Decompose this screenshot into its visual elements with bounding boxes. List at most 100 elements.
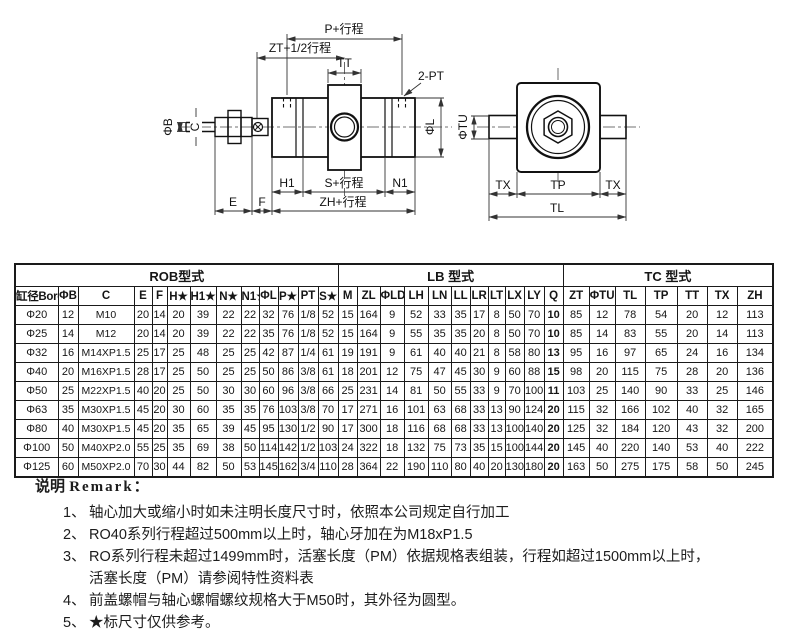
table-cell: 32 — [258, 305, 279, 325]
table-cell: 100 — [523, 381, 545, 401]
table-cell: Φ125 — [14, 457, 59, 478]
table-cell: 145 — [562, 438, 590, 458]
remark-number: 3、 — [63, 549, 86, 565]
table-cell: 110 — [317, 457, 339, 478]
column-header: 缸径Bore — [14, 286, 59, 306]
table-cell: 80 — [523, 343, 545, 363]
column-header: TL — [614, 286, 646, 306]
table-cell: 322 — [356, 438, 381, 458]
table-cell: 20 — [543, 438, 564, 458]
table-cell: 113 — [736, 305, 774, 325]
table-cell: 21 — [469, 343, 489, 363]
remark-text-line1: RO系列行程未超过1499mm时，活塞长度（PM）依据规格表组装，行程如超过15… — [89, 549, 710, 565]
table-cell: 300 — [356, 419, 381, 439]
table-cell: 364 — [356, 457, 381, 478]
table-cell: 39 — [189, 305, 217, 325]
dim-label-c: C — [188, 122, 202, 131]
table-cell: 8 — [487, 343, 506, 363]
table-cell: 20 — [676, 305, 708, 325]
remark-item: 2、 RO40系列行程超过500mm以上时，轴心牙加在为M18xP1.5 — [63, 524, 775, 546]
table-cell: 52 — [317, 324, 339, 344]
table-cell: 3/8 — [297, 362, 319, 382]
table-cell: 12 — [379, 362, 405, 382]
column-group-label: LB 型式 — [337, 263, 564, 287]
table-cell: 116 — [403, 419, 429, 439]
column-header: ΦL — [258, 286, 279, 306]
table-cell: 28 — [676, 362, 708, 382]
dim-label-tx-right: TX — [605, 178, 620, 192]
table-cell: 201 — [356, 362, 381, 382]
table-cell: 245 — [736, 457, 774, 478]
column-header: H★ — [166, 286, 191, 306]
table-cell: 50 — [189, 381, 217, 401]
table-cell: 120 — [644, 419, 678, 439]
table-cell: 42 — [258, 343, 279, 363]
table-cell: 70 — [523, 324, 545, 344]
table-cell: 113 — [736, 324, 774, 344]
column-header: E — [133, 286, 153, 306]
table-cell: 33 — [469, 419, 489, 439]
dim-label-phiB: ΦB — [161, 118, 175, 136]
table-cell: 50 — [240, 438, 260, 458]
column-header: S★ — [317, 286, 339, 306]
table-cell: 103 — [317, 438, 339, 458]
column-header: ZH — [736, 286, 774, 306]
table-cell: 58 — [676, 457, 708, 478]
table-cell: 85 — [562, 324, 590, 344]
centerlines — [178, 62, 452, 196]
table-cell: 10 — [543, 324, 564, 344]
table-cell: 190 — [403, 457, 429, 478]
table-cell: 35 — [215, 400, 242, 420]
table-cell: Φ40 — [14, 362, 59, 382]
table-cell: 80 — [450, 457, 471, 478]
table-cell: 45 — [450, 362, 471, 382]
dim-label-phiTU: ΦTU — [456, 114, 470, 140]
table-cell: 12 — [706, 305, 738, 325]
column-header: N1★ — [240, 286, 260, 306]
table-cell: 76 — [277, 324, 299, 344]
table-cell: 25 — [57, 381, 79, 401]
table-cell: 33 — [427, 305, 452, 325]
remark-number: 2、 — [63, 527, 86, 543]
table-cell: 165 — [736, 400, 774, 420]
table-cell: 86 — [277, 362, 299, 382]
table-cell: 14 — [706, 324, 738, 344]
table-cell: 33 — [469, 400, 489, 420]
table-cell: 130 — [504, 457, 525, 478]
table-cell: 35 — [427, 324, 452, 344]
remark-text: ★标尺寸仅供参考。 — [89, 615, 220, 631]
cylinder-drawing-svg: ΦB C P+行程 ZT+1/2行程 TT 2-PT ΦL H1 S+行程 N1… — [161, 21, 640, 221]
column-header: PT — [297, 286, 319, 306]
table-cell: 20 — [543, 400, 564, 420]
table-cell: 60 — [258, 381, 279, 401]
remark-item: 1、 轴心加大或缩小时如未注明长度尺寸时，依照本公司规定自行加工 — [63, 502, 775, 524]
table-cell: 20 — [133, 305, 153, 325]
table-cell: 35 — [450, 324, 471, 344]
table-cell: 20 — [543, 457, 564, 478]
table-cell: 50 — [504, 324, 525, 344]
technical-drawing: ΦB C P+行程 ZT+1/2行程 TT 2-PT ΦL H1 S+行程 N1… — [0, 0, 790, 255]
table-cell: 55 — [644, 324, 678, 344]
table-cell: 40 — [133, 381, 153, 401]
table-cell: 33 — [469, 381, 489, 401]
table-cell: 12 — [57, 305, 79, 325]
table-cell: 20 — [151, 381, 168, 401]
table-cell: M30XP1.5 — [77, 400, 135, 420]
table-cell: 39 — [215, 419, 242, 439]
table-cell: 19 — [337, 343, 358, 363]
table-cell: 81 — [403, 381, 429, 401]
table-cell: 17 — [337, 400, 358, 420]
table-cell: 90 — [504, 400, 525, 420]
table-cell: 20 — [151, 419, 168, 439]
table-cell: 25 — [240, 362, 260, 382]
table-cell: 15 — [487, 438, 506, 458]
table-cell: 32 — [706, 400, 738, 420]
table-cell: 60 — [57, 457, 79, 478]
table-cell: 30 — [215, 381, 242, 401]
